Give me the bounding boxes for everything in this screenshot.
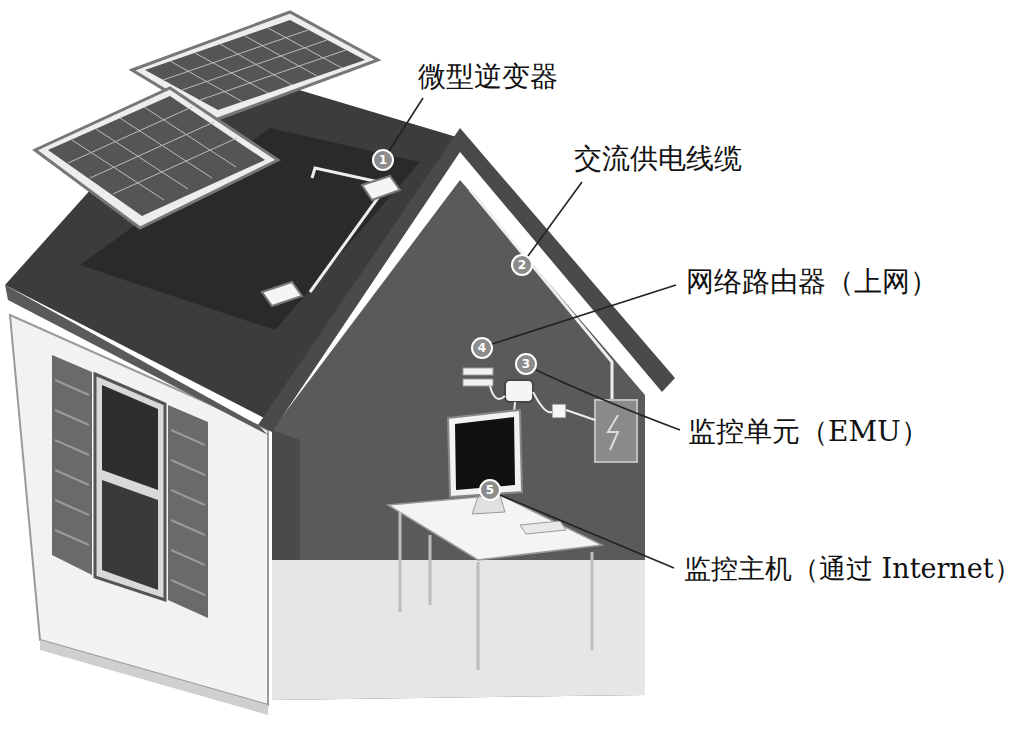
lightning-symbol	[608, 415, 618, 450]
callout-number: 1	[373, 150, 393, 170]
emu-unit	[505, 380, 533, 402]
shutter-slats	[171, 430, 205, 595]
router	[463, 368, 493, 375]
monitor-screen	[455, 417, 515, 490]
micro-inverter	[362, 176, 400, 200]
router	[463, 379, 493, 386]
part-label: 监控主机（通过 Internet）	[684, 553, 1021, 585]
electric-panel	[595, 400, 637, 462]
callout-number: 4	[472, 338, 492, 358]
wall-base	[40, 640, 268, 715]
micro-inverter	[262, 282, 302, 306]
window-pane	[102, 385, 158, 490]
keyboard	[520, 521, 566, 534]
floor	[272, 560, 645, 700]
callout-number: 3	[516, 354, 536, 374]
roof-edge	[5, 285, 268, 435]
part-label: 网络路由器（上网）	[686, 265, 938, 299]
callout-number: 2	[512, 255, 532, 275]
plug	[552, 404, 566, 418]
callout-circle	[373, 150, 536, 500]
inner-side	[272, 430, 300, 560]
window	[95, 374, 165, 600]
table-legs	[400, 512, 592, 670]
solar-panel	[35, 88, 278, 228]
part-label: 监控单元（EMU）	[688, 415, 929, 449]
shutter	[52, 355, 92, 575]
shutter-slats	[55, 380, 89, 545]
table	[388, 495, 602, 560]
part-label: 交流供电线缆	[574, 142, 742, 176]
window-pane	[102, 480, 158, 590]
callout-number: 5	[480, 480, 500, 500]
shutter	[168, 405, 208, 618]
part-label: 微型逆变器	[418, 60, 558, 94]
